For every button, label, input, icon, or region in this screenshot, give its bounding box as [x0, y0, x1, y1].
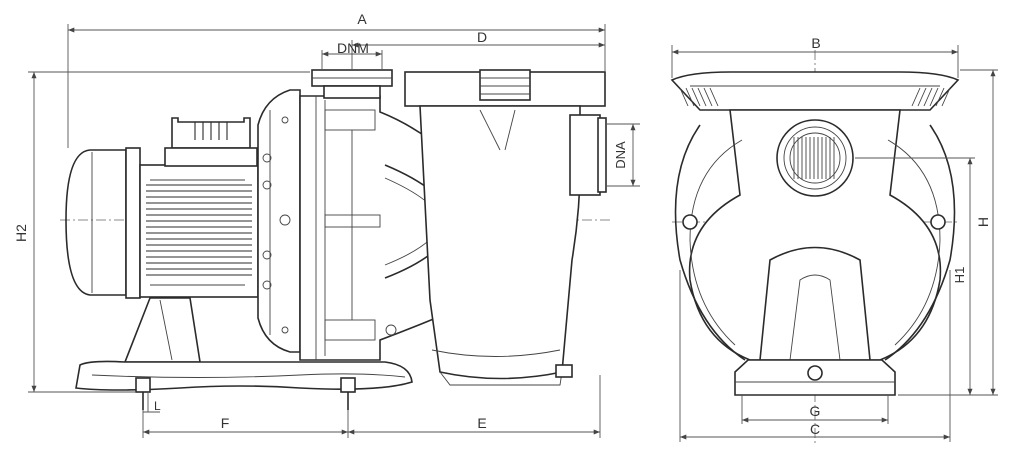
label-DNM: DNM	[337, 40, 369, 56]
side-view-dimensions	[28, 24, 640, 438]
label-B: B	[811, 35, 820, 51]
discharge-nozzle	[311, 69, 393, 99]
label-H2: H2	[13, 224, 29, 242]
label-DNA: DNA	[613, 141, 628, 169]
label-A: A	[357, 11, 367, 27]
front-suction-port	[776, 119, 854, 197]
front-view: B H H1 G C	[670, 35, 998, 445]
prefilter-basket	[404, 69, 607, 386]
label-H1: H1	[952, 267, 967, 284]
label-G: G	[810, 403, 821, 419]
motor-end-cap	[65, 149, 127, 296]
label-L: L	[154, 399, 161, 413]
pump-base	[75, 297, 413, 410]
label-H: H	[975, 217, 991, 227]
side-view: A D DNM DNA H2 L F E	[13, 11, 640, 438]
front-view-dimensions	[671, 45, 998, 442]
motor-body	[125, 147, 259, 299]
terminal-box	[164, 117, 258, 167]
front-body	[674, 109, 956, 361]
front-lid	[670, 71, 960, 111]
label-C: C	[810, 421, 820, 437]
label-D: D	[477, 29, 487, 45]
label-E: E	[477, 415, 486, 431]
front-base	[734, 359, 896, 396]
motor-flange	[257, 89, 301, 353]
label-F: F	[221, 415, 230, 431]
